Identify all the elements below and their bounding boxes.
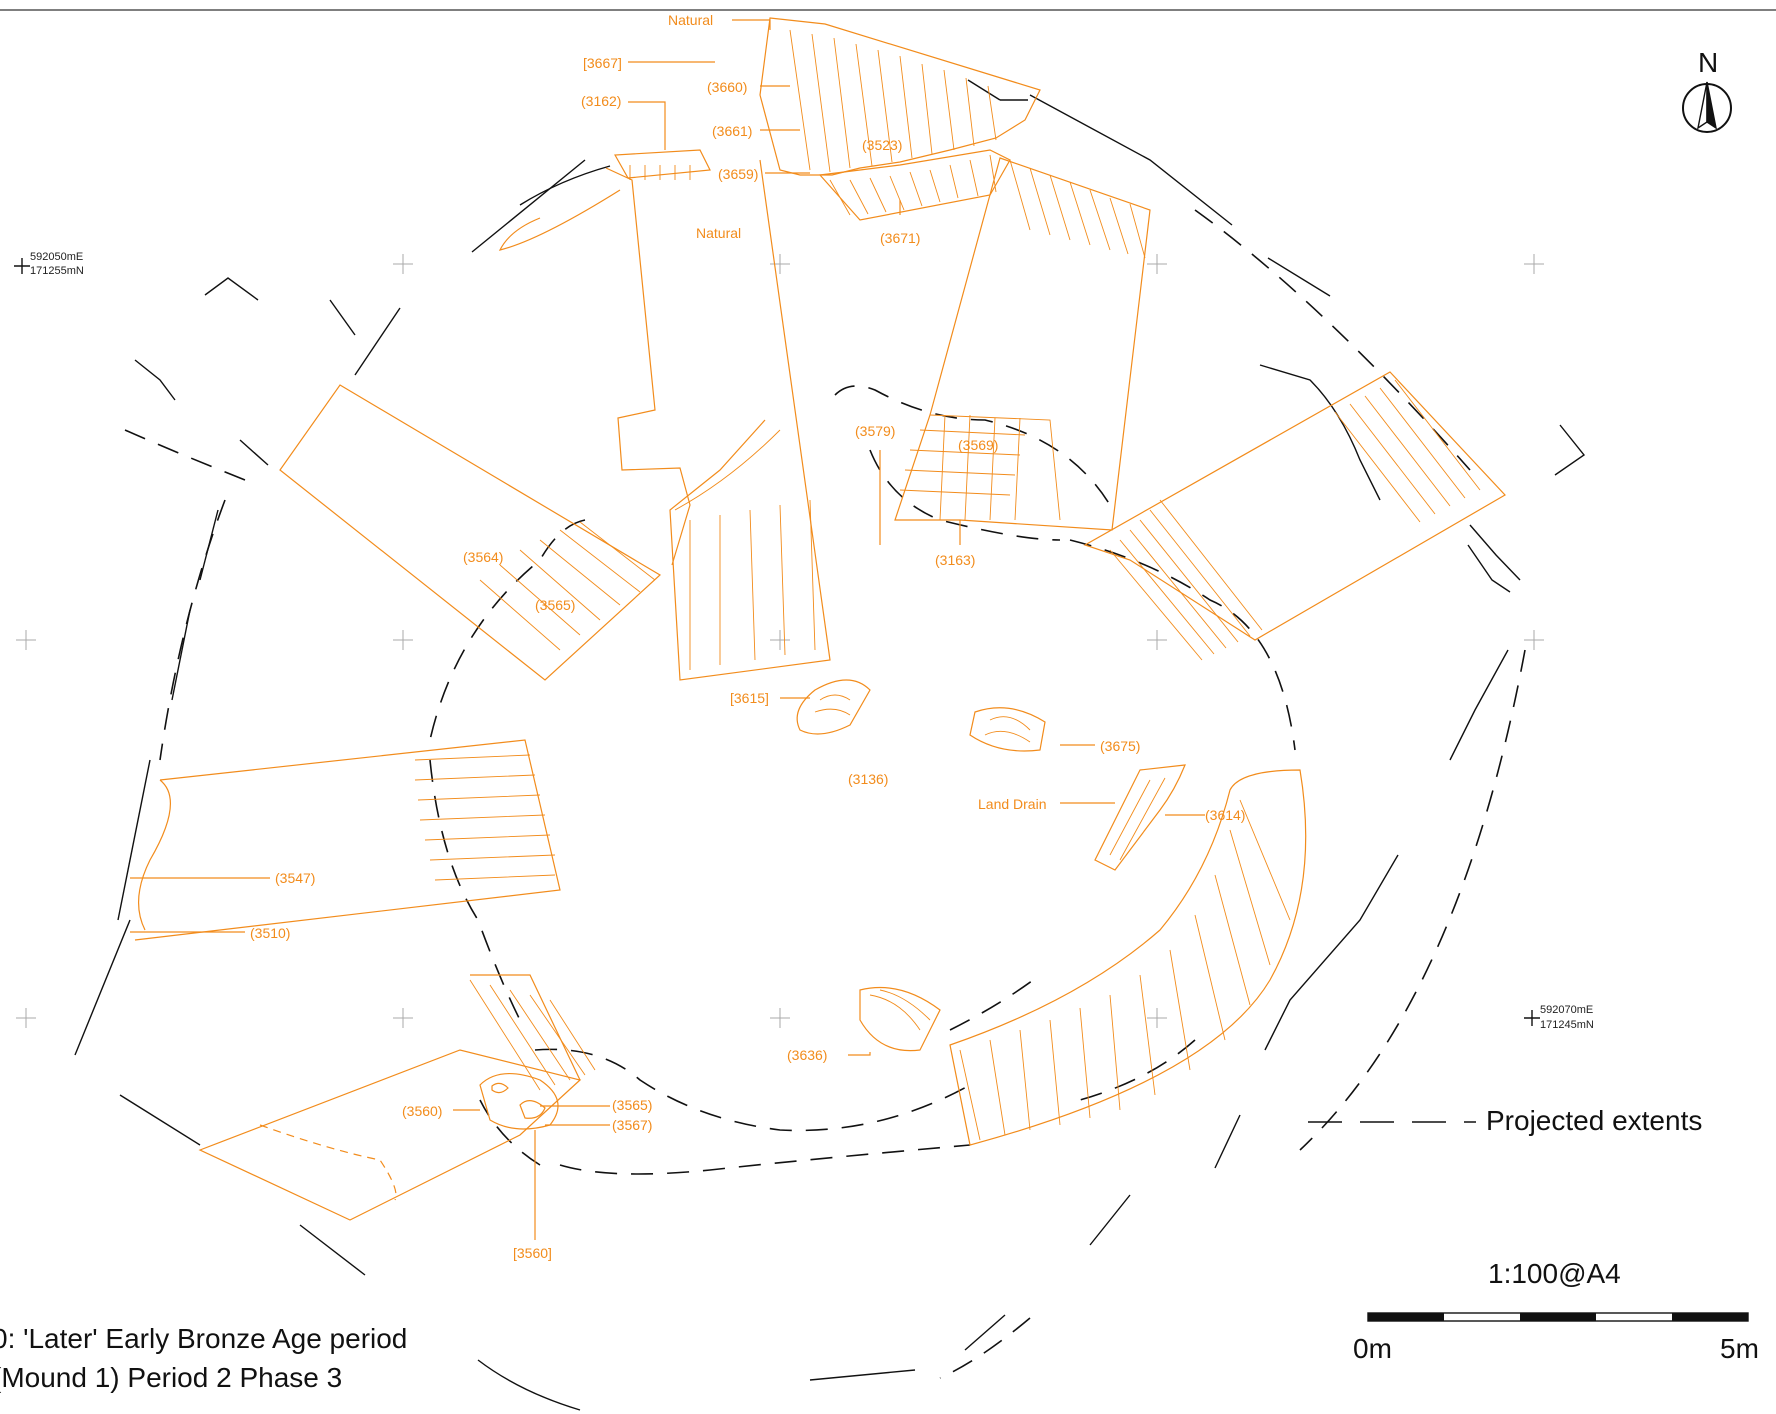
- label-3163: (3163): [935, 552, 975, 568]
- north-arrow: N: [1682, 47, 1732, 133]
- label-3560-round: (3560): [402, 1103, 442, 1119]
- scale-ratio: 1:100@A4: [1488, 1258, 1621, 1289]
- scale-end: 5m: [1720, 1333, 1759, 1364]
- label-3667: [3667]: [583, 55, 622, 71]
- coordinate-marker-se: 592070mE 171245mN: [1524, 1004, 1594, 1031]
- feature-labels: Natural [3667] (3660) (3162) (3661) (352…: [250, 12, 1245, 1261]
- label-3660: (3660): [707, 79, 747, 95]
- label-3567: (3567): [612, 1117, 652, 1133]
- label-leaders: [130, 19, 1205, 1240]
- label-3615: [3615]: [730, 690, 769, 706]
- label-3661: (3661): [712, 123, 752, 139]
- legend-projected-label: Projected extents: [1486, 1105, 1702, 1136]
- scale-bar: 1:100@A4 0m 5m: [1353, 1258, 1759, 1364]
- label-3547: (3547): [275, 870, 315, 886]
- outer-mound-edge: [74, 79, 1586, 1411]
- label-3614: (3614): [1205, 807, 1245, 823]
- label-3162: (3162): [581, 93, 621, 109]
- label-3565-upper: (3565): [535, 597, 575, 613]
- coordinate-marker-nw: 592050mE 171255mN: [14, 251, 84, 277]
- label-land-drain: Land Drain: [978, 796, 1047, 812]
- coord-n-nw: 171255mN: [30, 265, 84, 277]
- label-3671: (3671): [880, 230, 920, 246]
- title-line-2: (Mound 1) Period 2 Phase 3: [0, 1362, 342, 1393]
- inner-ring-projected-extent: [429, 385, 1296, 1175]
- label-3564: (3564): [463, 549, 503, 565]
- legend: Projected extents: [1308, 1105, 1702, 1136]
- outer-projected-extent: [124, 209, 1526, 1379]
- label-natural-top: Natural: [668, 12, 713, 28]
- drawing-title: 0: 'Later' Early Bronze Age period (Moun…: [0, 1323, 407, 1393]
- title-line-1: 0: 'Later' Early Bronze Age period: [0, 1323, 407, 1354]
- excavated-features: [134, 17, 1506, 1221]
- label-3523: (3523): [862, 137, 902, 153]
- north-label: N: [1698, 47, 1718, 78]
- coord-n-se: 171245mN: [1540, 1019, 1594, 1031]
- label-3136: (3136): [848, 771, 888, 787]
- label-3636: (3636): [787, 1047, 827, 1063]
- label-3510: (3510): [250, 925, 290, 941]
- label-3565-lower: (3565): [612, 1097, 652, 1113]
- label-3675: (3675): [1100, 738, 1140, 754]
- label-3579: (3579): [855, 423, 895, 439]
- coord-e-se: 592070mE: [1540, 1004, 1593, 1016]
- label-3569: (3569): [958, 437, 998, 453]
- label-3560-square: [3560]: [513, 1245, 552, 1261]
- scale-start: 0m: [1353, 1333, 1392, 1364]
- survey-grid: [16, 254, 1544, 1028]
- coord-e-nw: 592050mE: [30, 251, 83, 263]
- label-3659: (3659): [718, 166, 758, 182]
- label-natural-mid: Natural: [696, 225, 741, 241]
